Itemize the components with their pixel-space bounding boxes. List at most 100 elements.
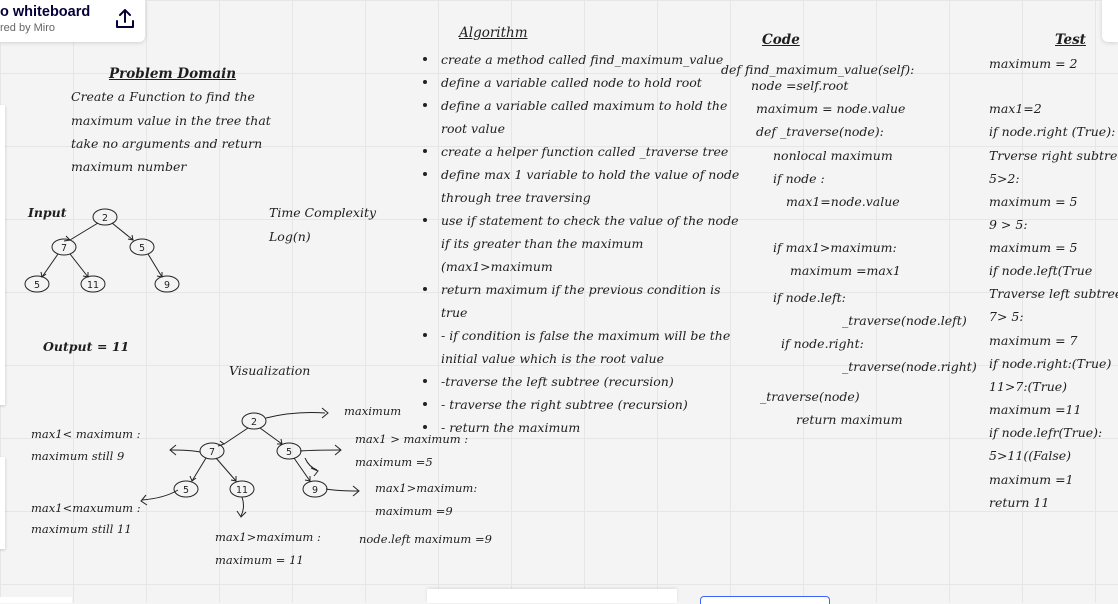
test-line: 11>7:(True) [989,379,1068,394]
tree-node-label: 5 [34,280,40,291]
arrowhead [236,510,247,518]
trace-arrow [240,496,244,517]
test-line: maximum = 5 [989,194,1078,209]
test-line: max1=2 [989,101,1042,116]
tree-node [199,442,225,460]
bottom-button[interactable] [700,596,830,604]
code-line: if max1>maximum: [773,240,897,255]
test-line: maximum = 5 [989,240,1078,255]
tree-node-label: 9 [312,485,318,496]
code-line: maximum =max1 [790,263,901,278]
board-name[interactable]: o whiteboard [0,4,91,20]
tree-node-label: 11 [236,485,248,496]
tree-node [80,275,106,293]
algorithm-item: use if statement to check the value of t… [421,209,741,232]
tree-edge [41,253,59,278]
arrowhead [169,444,177,456]
code-line: node =self.root [751,78,849,93]
test-line: return 11 [989,495,1050,510]
output-value: = 11 [97,339,130,354]
test-line: if node.right (True): [989,124,1116,139]
code-line: _traverse(node.right) [842,359,977,374]
share-icon[interactable] [113,7,137,31]
tree-node-label: 5 [183,485,189,496]
vis-note: maximum =5 [355,455,433,469]
tree-node [92,208,118,226]
algorithm-item: - if condition is false the maximum will… [421,324,741,347]
vis-note: maximum still 9 [31,449,125,463]
trace-arrow [325,488,359,492]
tree-edge [223,427,249,445]
code-title: Code [762,32,800,48]
tree-node [24,275,50,293]
test-line: if node.left(True [989,263,1093,278]
left-toolbar-secondary[interactable] [0,457,5,549]
code-line: if node.left: [773,290,846,305]
test-line: maximum =1 [989,472,1074,487]
vis-note: node.left maximum =9 [359,532,492,546]
trace-arrow [141,489,179,501]
tree-edge [111,222,134,241]
code-line: if node : [773,171,825,186]
algorithm-list: create a method called find_maximum_valu… [421,48,741,439]
visualization-title: Visualization [229,363,311,378]
vis-note: maximum still 11 [31,522,132,536]
test-line: 5>2: [989,171,1020,186]
algorithm-item: create a method called find_maximum_valu… [421,48,741,71]
vis-note: maximum = 11 [215,553,304,567]
time-complexity-label: Time Complexity [269,205,377,220]
test-line: 7> 5: [989,309,1024,324]
algorithm-item-cont: through tree traversing [441,190,591,205]
code-line: _traverse(node.left) [842,313,967,328]
vis-note: max1 > maximum : [355,432,469,446]
tree-node [302,480,328,498]
problem-domain-line: take no arguments and return [71,136,263,151]
arrowhead [304,476,311,482]
algorithm-item: -traverse the left subtree (recursion) [421,370,741,393]
problem-domain-line: maximum value in the tree that [71,113,271,128]
algorithm-item-cont: root value [441,121,505,136]
algorithm-item: - return the maximum [421,416,741,439]
test-line: maximum = 7 [989,333,1078,348]
code-line: return maximum [796,412,903,427]
code-line: _traverse(node) [760,389,860,404]
tree-node-label: 9 [164,280,170,291]
tree-node-label: 5 [286,447,292,458]
bottom-toolbar[interactable] [427,589,677,603]
top-right-panel[interactable] [1102,0,1118,42]
tree-node [173,480,199,498]
vis-note: max1>maximum : [215,530,321,544]
algorithm-item-cont: if its greater than the maximum [441,236,644,251]
problem-domain-line: maximum number [71,159,187,174]
algorithm-item-cont: initial value which is the root value [441,351,665,366]
tree-node-label: 7 [209,447,215,458]
tree-edge [147,253,163,278]
tree-edge [69,253,89,278]
arrowhead [334,444,342,456]
arrowhead [310,467,319,477]
vis-note: maximum =9 [375,504,453,518]
time-complexity-value: Log(n) [269,229,311,244]
trace-arrow [170,449,201,453]
vis-note: max1< maximum : [31,427,141,441]
problem-domain-line: Create a Function to find the [71,89,255,104]
tree-node [276,442,302,460]
tree-edge [259,427,283,445]
bottom-left-panel [0,597,72,603]
test-line: maximum =11 [989,402,1082,417]
board-title-card: o whiteboard red by Miro [0,0,145,42]
arrowhead [321,407,329,419]
test-line: if node.right:(True) [989,356,1112,371]
tree-edge [293,457,311,482]
test-line: 9 > 5: [989,217,1028,232]
powered-by-label: red by Miro [0,22,56,34]
trace-arrow [299,449,341,452]
algorithm-item: - traverse the right subtree (recursion) [421,393,741,416]
code-line: if node.right: [781,336,864,351]
left-toolbar[interactable] [0,105,5,405]
algorithm-item: define a variable called node to hold ro… [421,71,741,94]
tree-node [129,238,155,256]
tree-node-label: 2 [251,417,257,428]
algorithm-title: Algorithm [459,25,528,41]
